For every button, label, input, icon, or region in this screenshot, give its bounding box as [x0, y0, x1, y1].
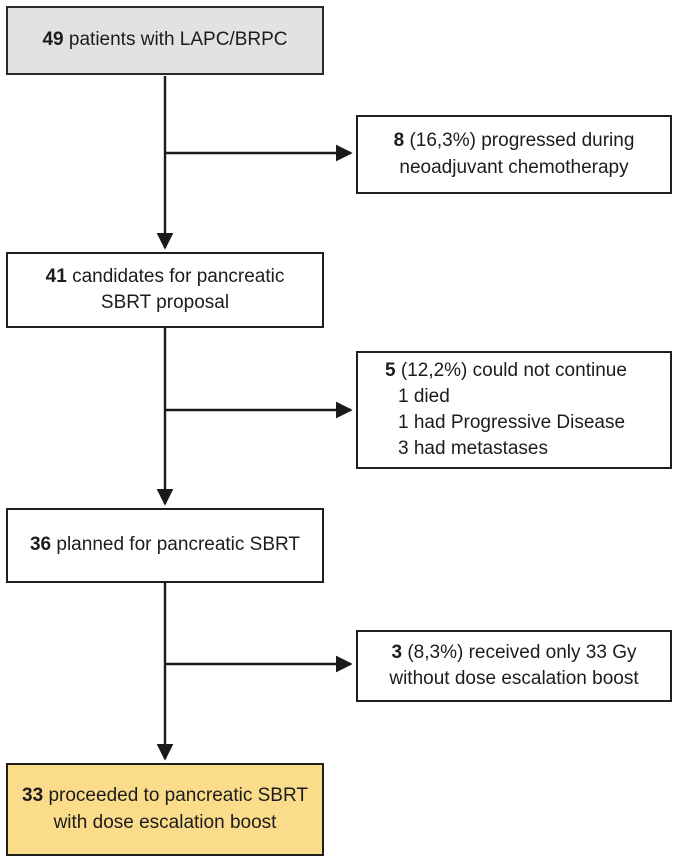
flow-box-progressed-during-chemo: 8 (16,3%) progressed during neoadjuvant …: [356, 115, 672, 194]
flow-box-candidates-sbrt-proposal: 41 candidates for pancreatic SBRT propos…: [6, 252, 324, 328]
patient-count: 33: [22, 785, 44, 807]
patient-count: 49: [42, 29, 64, 51]
flow-box-subitem: 1 had Progressive Disease: [398, 412, 626, 433]
flow-box-text: 33 proceeded to pancreatic SBRT with dos…: [22, 785, 308, 833]
patient-count: 5: [385, 359, 396, 381]
flow-box-text: 36 planned for pancreatic SBRT: [29, 534, 301, 556]
flow-box-text: 3 (8,3%) received only 33 Gy without dos…: [389, 641, 639, 689]
patient-count: 3: [391, 641, 403, 663]
flow-box-could-not-continue: 5 (12,2%) could not continue 1 died 1 ha…: [356, 351, 672, 469]
flow-box-planned-sbrt: 36 planned for pancreatic SBRT: [6, 508, 324, 583]
patient-count: 36: [29, 534, 52, 556]
flow-box-text: 5 (12,2%) could not continue: [385, 359, 627, 381]
patient-count: 8: [393, 130, 405, 152]
flow-box-proceeded-dose-escalation-boost: 33 proceeded to pancreatic SBRT with dos…: [6, 763, 324, 856]
flow-box-patients-lapc-brpc: 49 patients with LAPC/BRPC: [6, 6, 324, 75]
patient-count: 41: [45, 265, 67, 287]
flow-box-received-only-33gy: 3 (8,3%) received only 33 Gy without dos…: [356, 630, 672, 702]
flow-box-text: 41 candidates for pancreatic SBRT propos…: [45, 265, 285, 313]
flow-box-text: 49 patients with LAPC/BRPC: [42, 29, 288, 51]
flow-box-subitem: 3 had metastases: [398, 438, 548, 460]
flow-box-text: 8 (16,3%) progressed during neoadjuvant …: [393, 130, 635, 178]
flow-box-subitem: 1 died: [398, 385, 450, 407]
